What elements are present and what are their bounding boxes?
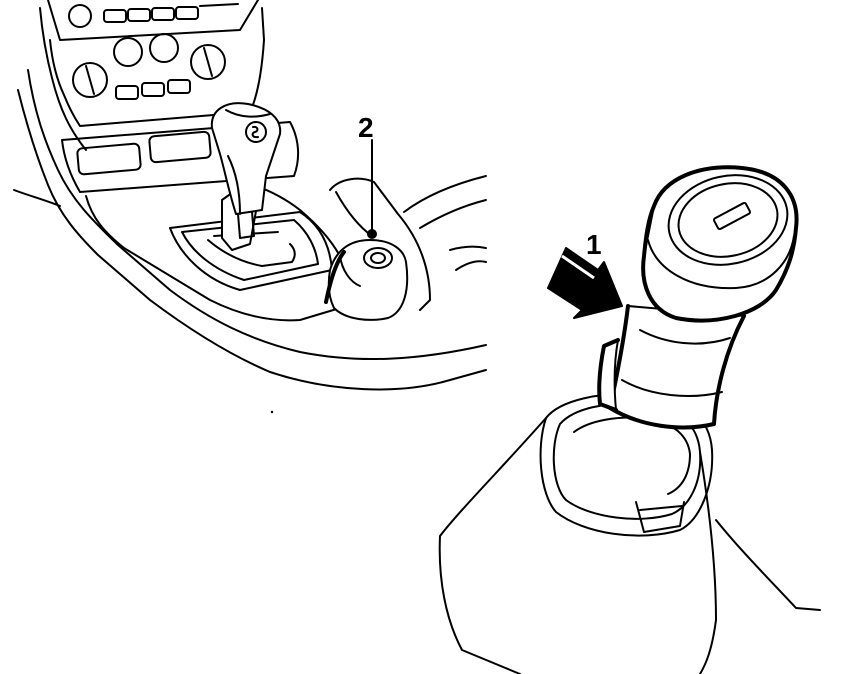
callout-2-dot — [367, 229, 377, 239]
center-console — [13, 0, 487, 391]
callout-2-leader — [367, 139, 377, 239]
stray-mark — [270, 410, 274, 414]
callout-1-label: 1 — [586, 229, 602, 260]
insert-direction-arrow-icon — [547, 247, 623, 319]
lock-cylinder — [597, 165, 799, 430]
console-lock-area — [324, 175, 487, 321]
lock-housing-detail — [438, 392, 821, 674]
key-slot-icon — [712, 201, 752, 231]
callout-2-label: 2 — [358, 112, 374, 143]
